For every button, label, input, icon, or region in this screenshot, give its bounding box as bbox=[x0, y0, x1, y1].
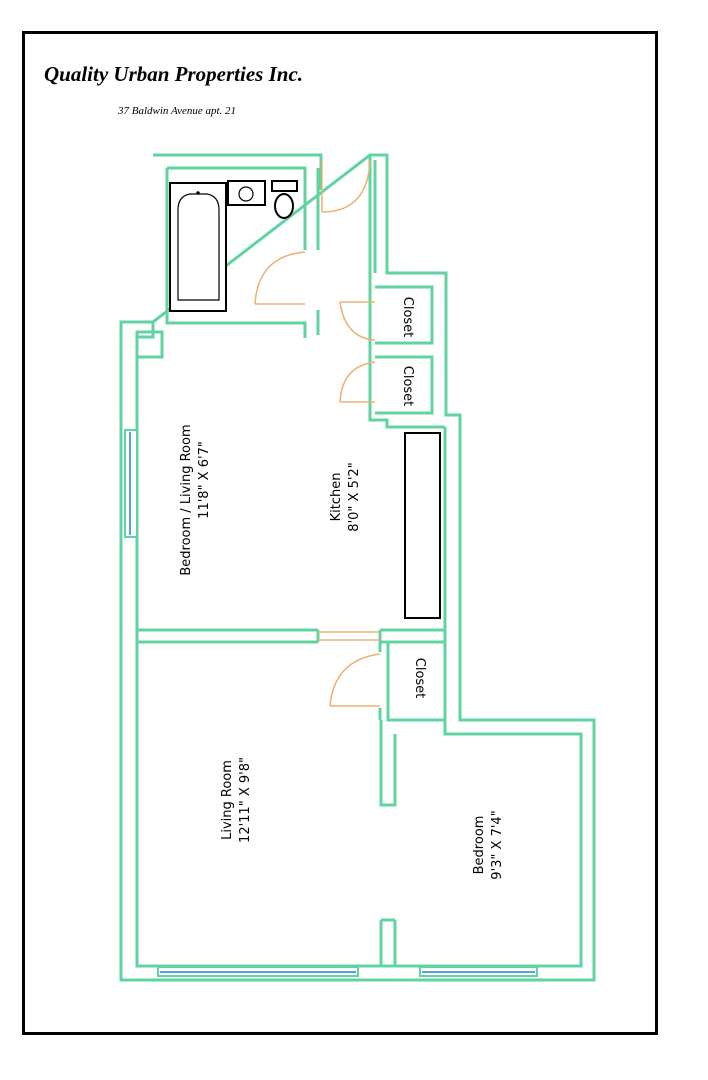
kitchen-counter bbox=[404, 432, 441, 619]
sink-basin bbox=[238, 186, 254, 202]
bathroom-wall bbox=[165, 166, 320, 338]
page-border bbox=[22, 31, 658, 1035]
kitchen-size: 8'0" X 5'2" bbox=[347, 462, 362, 531]
bedroom-name: Bedroom bbox=[472, 816, 487, 875]
closet-3-wall bbox=[378, 640, 447, 722]
bedroom-living-room-name: Bedroom / Living Room bbox=[179, 424, 194, 575]
windows bbox=[124, 429, 538, 977]
closet-3-label: Closet bbox=[412, 658, 427, 699]
exterior-wall-inner bbox=[135, 337, 583, 968]
company-name: Quality Urban Properties Inc. bbox=[44, 62, 304, 86]
bathtub-drain bbox=[196, 191, 200, 195]
closet-3-door bbox=[329, 653, 381, 707]
bedroom-living-room-size: 11'8" X 6'7" bbox=[197, 441, 212, 519]
living-room-name: Living Room bbox=[220, 760, 235, 840]
utility-chase bbox=[135, 330, 164, 359]
closet-2-door bbox=[339, 361, 376, 403]
bathtub-basin bbox=[177, 193, 220, 301]
bedroom-partition bbox=[379, 720, 397, 966]
bedroom-size: 9'3" X 7'4" bbox=[490, 810, 505, 879]
dividing-wall bbox=[137, 628, 445, 644]
doors bbox=[254, 159, 381, 707]
fixtures bbox=[169, 180, 441, 619]
room-labels: Bedroom / Living Room 11'8" X 6'7" Kitch… bbox=[179, 297, 505, 880]
entry-door bbox=[321, 159, 371, 213]
hall-wall bbox=[368, 155, 445, 429]
bathroom-door bbox=[254, 251, 306, 305]
closet-2-wall bbox=[375, 355, 434, 415]
closet-1-label: Closet bbox=[400, 297, 415, 338]
living-room-opening bbox=[318, 631, 380, 641]
toilet-tank bbox=[271, 180, 298, 192]
kitchen-name: Kitchen bbox=[329, 473, 344, 522]
bathtub bbox=[169, 182, 227, 312]
exterior-wall-outer bbox=[119, 153, 596, 982]
living-room-size: 12'11" X 9'8" bbox=[238, 757, 253, 843]
toilet-bowl bbox=[274, 193, 294, 219]
bathroom-side-wall bbox=[137, 310, 320, 339]
walls bbox=[119, 153, 596, 982]
closet-1-door bbox=[339, 301, 376, 341]
closet-2-label: Closet bbox=[400, 366, 415, 407]
closet-1-wall bbox=[375, 285, 434, 345]
property-address: 37 Baldwin Avenue apt. 21 bbox=[118, 105, 237, 117]
